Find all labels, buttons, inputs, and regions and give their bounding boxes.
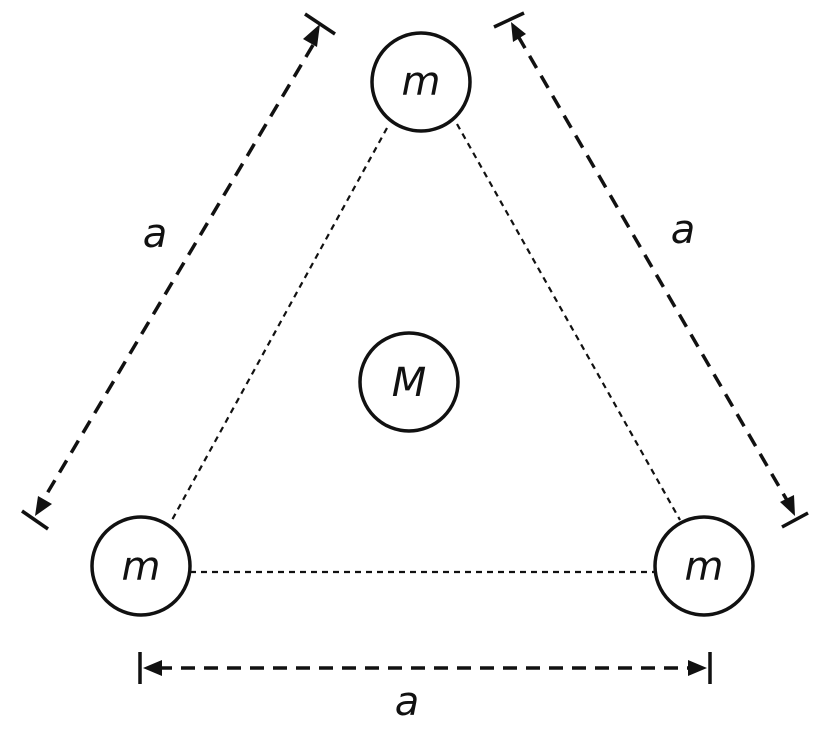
dimension-right-label: a: [671, 207, 696, 253]
dimension-left-label: a: [143, 211, 168, 257]
dimension-bottom-label: a: [395, 679, 420, 725]
dimension-right: [493, 11, 809, 529]
dimension-bottom-arrow-left: [143, 660, 162, 676]
mass-bottom-right-label: m: [685, 544, 724, 590]
mass-bottom-right-circle: [653, 515, 755, 617]
dimension-right-arrow-bottom: [780, 495, 795, 516]
mass-center-circle: [358, 331, 460, 433]
mass-bottom-right: m: [653, 515, 755, 617]
dimension-bottom-arrow-right: [688, 660, 707, 676]
dimension-bottom: [138, 652, 712, 684]
mass-bottom-left: m: [90, 515, 192, 617]
dimension-right-arrow-top: [511, 22, 526, 42]
dimension-right-tick-top: [493, 11, 525, 29]
dimension-left: [21, 12, 336, 531]
mass-top-label: m: [402, 59, 441, 105]
dimension-left-arrow-top: [303, 24, 320, 47]
dimension-left-tick-bottom: [21, 509, 49, 531]
triangle-side-left: [171, 127, 388, 521]
mass-top-circle: [370, 31, 472, 133]
mass-center-label: M: [392, 360, 427, 406]
dimension-right-line: [516, 35, 790, 503]
mass-bottom-left-circle: [90, 515, 192, 617]
dimension-right-tick-bottom: [781, 511, 809, 529]
dimension-left-line: [40, 44, 315, 503]
mass-top: m: [370, 31, 472, 133]
triangle-side-right: [456, 123, 681, 521]
mass-center: M: [358, 331, 460, 433]
dimension-left-arrow-bottom: [35, 496, 52, 516]
mass-bottom-left-label: m: [122, 544, 161, 590]
